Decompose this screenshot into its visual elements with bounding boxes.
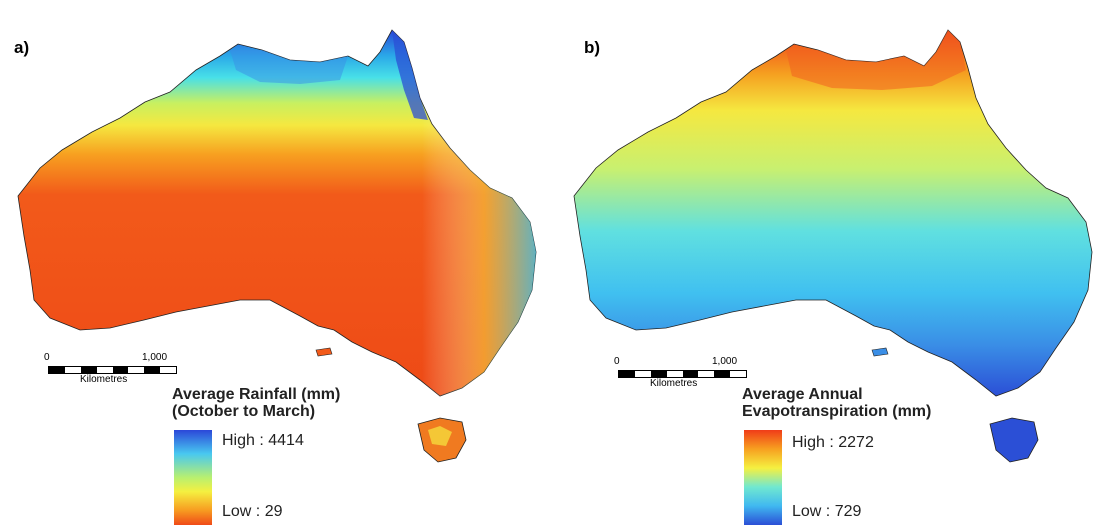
scale-end-label: 1,000 — [142, 352, 168, 363]
top-end-wet-zone — [230, 50, 348, 84]
legend-title-line2: Evapotranspiration (mm) — [742, 403, 932, 420]
panel-label: b) — [584, 38, 601, 57]
legend-title: Average Rainfall (mm) (October to March) — [172, 386, 340, 420]
top-end-hot-zone — [786, 30, 966, 90]
legend-title-line2: (October to March) — [172, 403, 316, 420]
scale-end-label: 1,000 — [712, 356, 738, 367]
kangaroo-island — [871, 347, 889, 357]
scale-start-label: 0 — [614, 356, 620, 367]
legend-color-ramp — [744, 430, 782, 525]
map-panel-evapotranspiration: b) 0 1,000 Kilometres Average Annual Eva… — [552, 0, 1103, 525]
legend-low-label: Low : 729 — [792, 503, 862, 520]
tasmania — [989, 417, 1039, 463]
scale-unit-label: Kilometres — [650, 378, 698, 389]
panel-label: a) — [14, 38, 30, 57]
cape-york-wet-zone — [392, 30, 428, 120]
australia-evapotranspiration-map — [573, 29, 1093, 463]
scale-start-label: 0 — [44, 352, 50, 363]
mainland-australia — [573, 29, 1093, 397]
australia-rainfall-map — [17, 29, 537, 463]
scale-unit-label: Kilometres — [80, 374, 128, 385]
legend-high-label: High : 4414 — [222, 432, 304, 449]
legend-title: Average Annual Evapotranspiration (mm) — [742, 386, 931, 420]
legend-title-line1: Average Rainfall (mm) — [172, 386, 341, 403]
legend-low-label: Low : 29 — [222, 503, 283, 520]
map-panel-rainfall: a) 0 — [0, 0, 552, 525]
scale-bar-graphic — [618, 370, 747, 378]
scale-bar-graphic — [48, 366, 177, 374]
kangaroo-island — [315, 347, 333, 357]
legend-title-line1: Average Annual — [742, 386, 863, 403]
legend-high-label: High : 2272 — [792, 434, 874, 451]
legend-color-ramp — [174, 430, 212, 525]
